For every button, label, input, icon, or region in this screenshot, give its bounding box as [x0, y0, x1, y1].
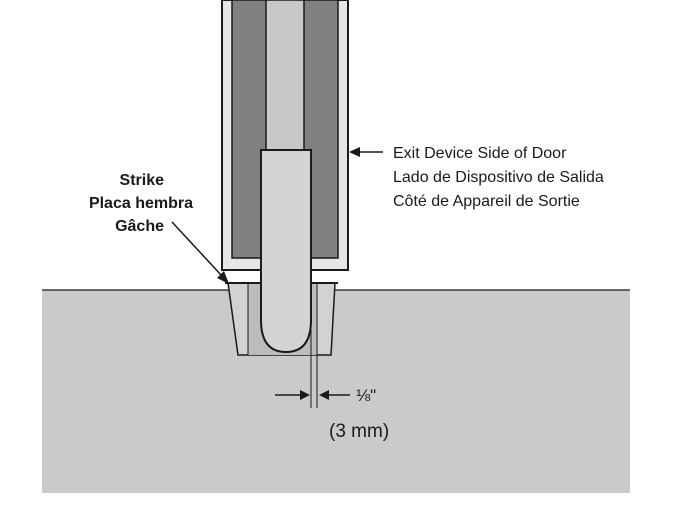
- door-center-tube: [265, 0, 305, 151]
- strike-leader-arrow-head: [217, 271, 229, 284]
- gap-right-arrow-head: [319, 390, 329, 400]
- strike-leader-line: [171, 221, 223, 277]
- gap-fraction-label: ⅛": [356, 386, 376, 405]
- bolt: [260, 149, 312, 354]
- exit-side-label-es: Lado de Dispositivo de Salida: [393, 169, 604, 186]
- floor-block: [42, 290, 630, 493]
- exit-side-arrow-head: [349, 147, 360, 157]
- exit-side-label-en: Exit Device Side of Door: [393, 145, 567, 162]
- strike-label-es: Placa hembra: [89, 195, 193, 212]
- gap-metric-label: (3 mm): [329, 421, 389, 442]
- gap-left-arrow-head: [300, 390, 310, 400]
- exit-side-label-fr: Côté de Appareil de Sortie: [393, 193, 580, 210]
- strike-label-fr: Gâche: [115, 218, 164, 235]
- strike-label-en: Strike: [120, 172, 165, 189]
